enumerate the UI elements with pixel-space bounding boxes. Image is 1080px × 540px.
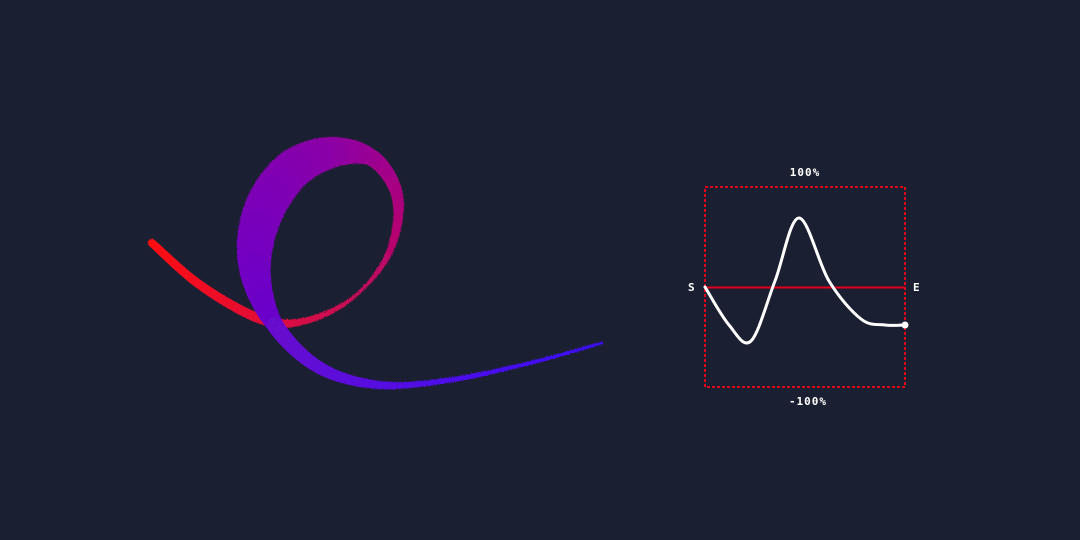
width-curve[interactable]	[703, 216, 907, 345]
stroke-segments	[148, 137, 604, 390]
max-value-label: 100%	[789, 166, 821, 179]
start-label: S	[688, 281, 696, 294]
min-value-label: -100%	[788, 395, 828, 408]
curve-end-handle[interactable]	[901, 321, 909, 329]
end-label: E	[913, 281, 921, 294]
stroke-segment	[597, 341, 604, 346]
